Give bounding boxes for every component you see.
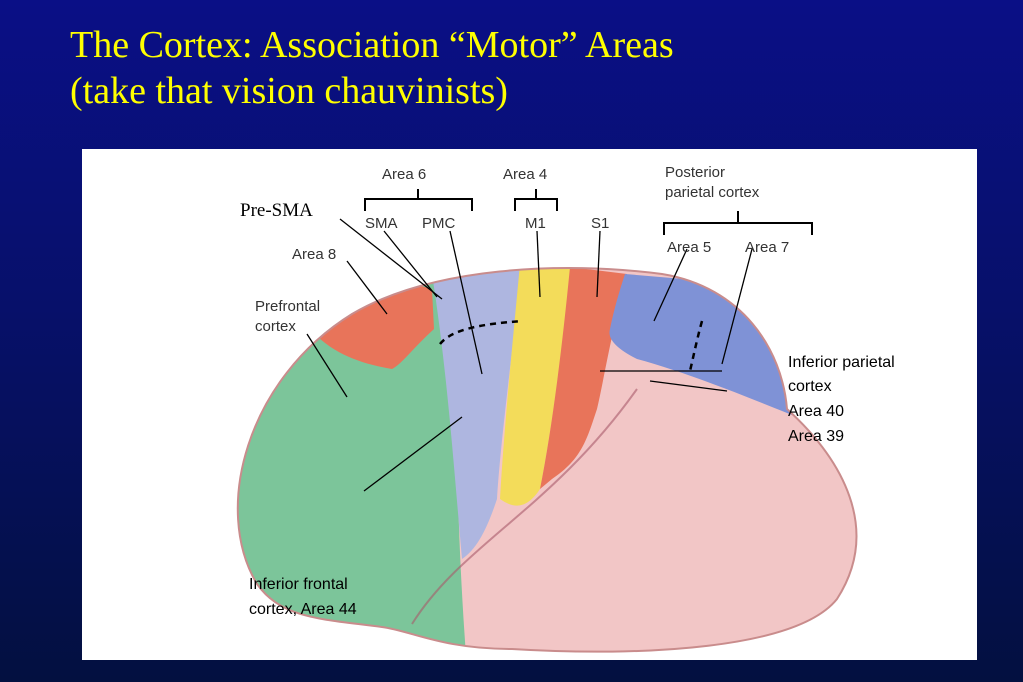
parietal-boundary <box>688 320 704 372</box>
brain-diagram: Area 6 Area 4 Posterior parietal cortex … <box>236 164 895 653</box>
label-prefrontal-line-1: Prefrontal <box>255 298 320 315</box>
region-primary-somatosensory <box>540 268 627 489</box>
label-inferior-parietal-line-2: cortex <box>788 378 832 395</box>
bracket-lines <box>364 189 813 235</box>
label-pre-sma: Pre-SMA <box>240 200 313 221</box>
label-m1: M1 <box>525 215 546 232</box>
label-area-39: Area 39 <box>788 428 844 445</box>
label-inferior-parietal-line-1: Inferior parietal <box>788 354 895 371</box>
label-prefrontal-line-2: cortex <box>255 318 296 335</box>
label-area-6: Area 6 <box>382 166 426 183</box>
label-posterior-line-1: Posterior <box>665 164 725 181</box>
label-sma: SMA <box>365 215 398 232</box>
pre-sma-boundary <box>439 319 523 345</box>
brain-outline <box>236 267 858 653</box>
label-area-4: Area 4 <box>503 166 547 183</box>
brain-figure-panel: Area 6 Area 4 Posterior parietal cortex … <box>82 149 977 660</box>
label-pmc: PMC <box>422 215 456 232</box>
label-area-7: Area 7 <box>745 239 789 256</box>
label-area-8: Area 8 <box>292 246 336 263</box>
lateral-sulcus <box>411 388 638 625</box>
label-area-40: Area 40 <box>788 403 844 420</box>
region-primary-motor <box>500 268 572 506</box>
slide-title: The Cortex: Association “Motor” Areas (t… <box>70 22 970 114</box>
label-s1: S1 <box>591 215 609 232</box>
title-line-1: The Cortex: Association “Motor” Areas <box>70 24 674 66</box>
region-premotor <box>432 268 522 559</box>
leader-lines <box>306 218 753 492</box>
label-posterior-line-2: parietal cortex <box>665 184 760 201</box>
title-line-2: (take that vision chauvinists) <box>70 70 508 112</box>
label-area-5: Area 5 <box>667 239 711 256</box>
label-inferior-frontal-line-2: cortex, Area 44 <box>249 601 357 618</box>
label-inferior-frontal-line-1: Inferior frontal <box>249 576 348 593</box>
